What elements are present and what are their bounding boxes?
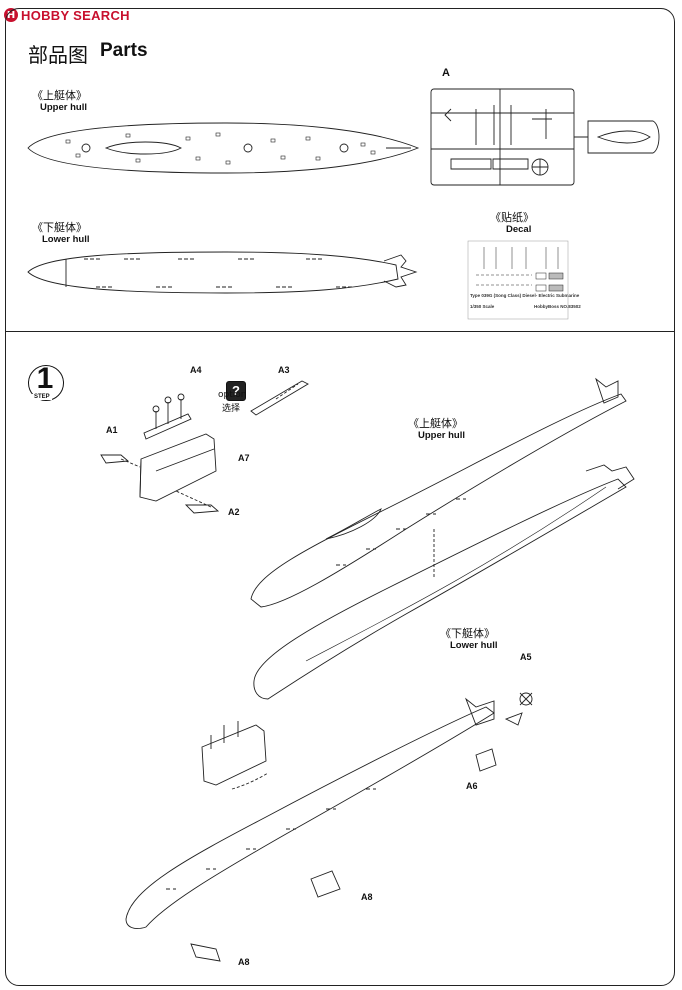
decal-caption-3: HobbyBoss NO.83502 — [534, 304, 581, 309]
step-lower-hull-en: Lower hull — [450, 640, 498, 651]
part-label-a2: A2 — [228, 507, 240, 517]
sprue-a — [430, 88, 660, 186]
part-label-a5: A5 — [520, 652, 532, 662]
watermark-text: HOBBY SEARCH — [21, 7, 130, 23]
option-icon: ? — [226, 381, 246, 401]
part-label-a7: A7 — [238, 453, 250, 463]
parts-title-cn: 部品图 — [28, 43, 88, 67]
assembly-illustration — [100, 377, 635, 962]
step-word: STEP — [32, 394, 52, 400]
section-divider — [6, 331, 674, 332]
option-label-en: option — [218, 390, 247, 400]
decal-caption-2: 1/350 Scale — [470, 304, 495, 309]
decal-label-cn: 《贴纸》 — [490, 211, 534, 224]
step-upper-hull — [250, 377, 627, 608]
lower-hull-part — [27, 251, 418, 294]
part-label-a3: A3 — [278, 365, 290, 375]
step-badge: 1 STEP — [26, 362, 66, 409]
step-lower-hull — [253, 464, 635, 700]
lower-hull-label-en: Lower hull — [42, 234, 90, 245]
assembled-hull — [125, 692, 533, 962]
parts-title-en: Parts — [100, 40, 148, 61]
parts-illustration — [27, 88, 660, 320]
part-label-a6: A6 — [466, 781, 478, 791]
decal-sheet — [467, 240, 569, 320]
part-label-a8-upper: A8 — [361, 892, 373, 902]
part-label-a8-lower: A8 — [238, 957, 250, 967]
decal-caption-1: Type 039G (Song Class) Diesel- Electric … — [470, 293, 580, 298]
upper-hull-part — [27, 122, 420, 174]
upper-hull-label-cn: 《上艇体》 — [32, 89, 87, 102]
sail-assembly — [100, 380, 309, 514]
part-label-a1: A1 — [106, 425, 118, 435]
step-upper-hull-en: Upper hull — [418, 430, 465, 441]
step-upper-hull-cn: 《上艇体》 — [408, 417, 463, 430]
part-label-a4: A4 — [190, 365, 202, 375]
instruction-sheet: 部品图 Parts 《上艇体》 Upper hull 《下艇体》 Lower h… — [5, 8, 675, 986]
step-number: 1 — [36, 362, 54, 395]
sprue-a-label: A — [442, 67, 450, 79]
option-label-cn: 选择 — [222, 404, 241, 414]
lower-hull-label-cn: 《下艇体》 — [32, 221, 87, 234]
step-lower-hull-cn: 《下艇体》 — [440, 627, 495, 640]
decal-label-en: Decal — [506, 224, 532, 235]
upper-hull-label-en: Upper hull — [40, 102, 87, 113]
